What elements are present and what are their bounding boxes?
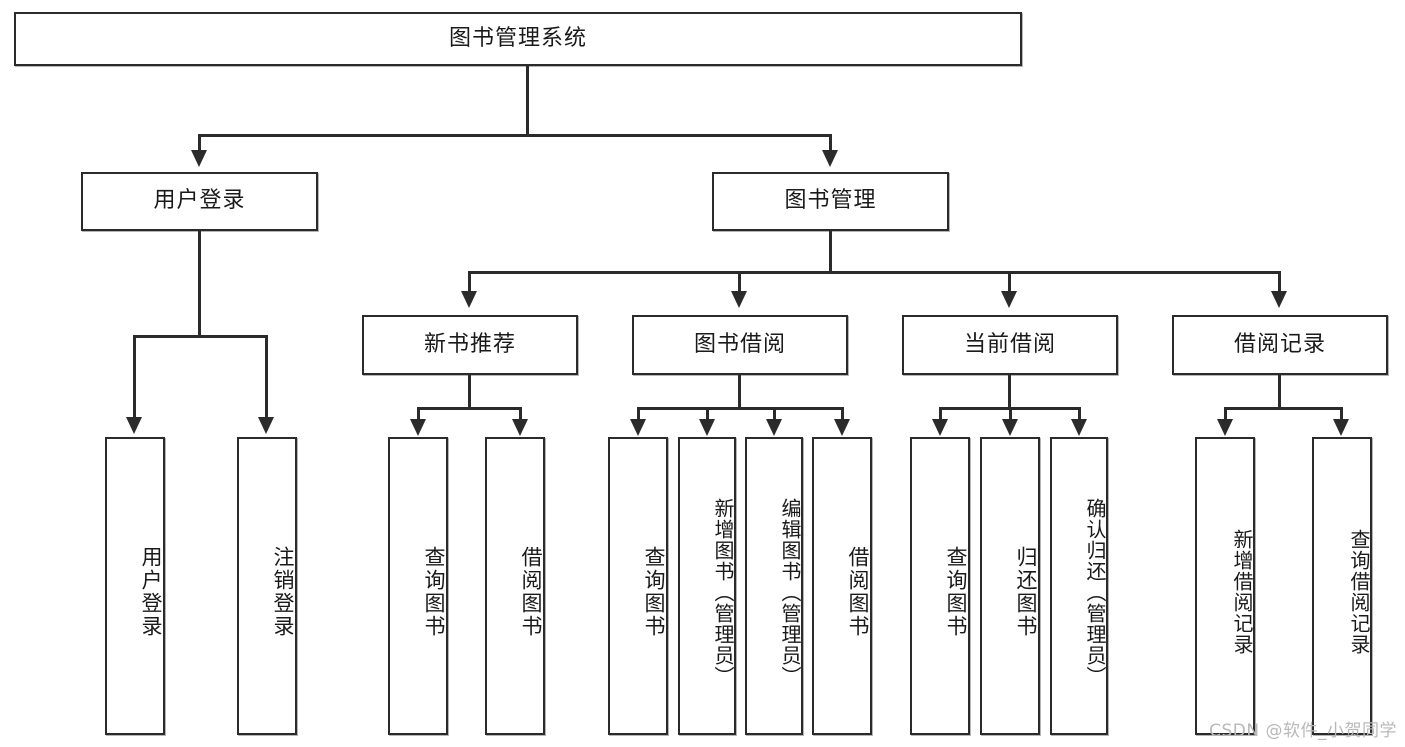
connector-br-drop-1 (1224, 407, 1227, 421)
connector-bb-drop-1 (637, 407, 640, 421)
leaf-borrow-book-1[interactable]: 借阅图书 (485, 437, 545, 735)
connector-nbr-drop-1 (417, 407, 420, 421)
csdn-watermark: CSDN @软件_小贺同学 (1209, 721, 1397, 741)
node-book-borrow[interactable]: 图书借阅 (632, 315, 848, 375)
node-label: 查询图书 (944, 546, 968, 638)
node-label: 图书管理 (784, 188, 877, 214)
arrowhead-leaf-query-book-2 (630, 419, 646, 436)
connector-br-drop-2 (1340, 407, 1343, 421)
arrowhead-leaf-logout-login (258, 417, 274, 434)
node-label: 当前借阅 (963, 331, 1056, 357)
leaf-query-book-3[interactable]: 查询图书 (910, 437, 970, 735)
arrowhead-leaf-user-login (126, 417, 142, 434)
connector-bb-bar (637, 407, 844, 410)
connector-book-management-stem (829, 231, 832, 273)
leaf-add-record[interactable]: 新增借阅记录 (1195, 437, 1255, 735)
node-label: 查询图书 (642, 546, 666, 638)
node-label: 注销登录 (271, 546, 295, 638)
arrowhead-user-login (191, 150, 207, 167)
arrowhead-leaf-add-record (1217, 419, 1233, 436)
connector-br-stem (1278, 375, 1281, 409)
node-label: 用户登录 (139, 546, 163, 638)
node-new-book-recommend[interactable]: 新书推荐 (362, 315, 578, 375)
connector-book-management-bar (468, 271, 1280, 274)
connector-bb-stem (738, 375, 741, 409)
arrowhead-borrow-record (1271, 291, 1287, 308)
connector-nbr-drop-2 (519, 407, 522, 421)
connector-root-bar (198, 134, 832, 137)
connector-nbr-stem (468, 375, 471, 409)
connector-user-login-stem (198, 231, 201, 337)
connector-nbr-bar (417, 407, 522, 410)
node-label: 新增借阅记录 (1230, 529, 1254, 655)
node-user-login[interactable]: 用户登录 (81, 172, 318, 231)
node-root-book-management-system[interactable]: 图书管理系统 (14, 12, 1022, 66)
connector-user-login-drop-1 (133, 335, 136, 419)
node-label: 图书管理系统 (448, 25, 587, 51)
connector-root-stem (526, 66, 529, 136)
node-book-management[interactable]: 图书管理 (712, 172, 949, 231)
arrowhead-book-management (822, 150, 838, 167)
connector-cb-drop-1 (939, 407, 942, 421)
node-label: 查询借阅记录 (1347, 529, 1371, 655)
node-label: 编辑图书（管理员） (778, 497, 802, 687)
arrowhead-leaf-query-book-3 (932, 419, 948, 436)
connector-bm-drop-4 (1278, 271, 1281, 293)
connector-bb-drop-4 (841, 407, 844, 421)
arrowhead-leaf-query-book-1 (410, 419, 426, 436)
connector-user-login-bar (133, 335, 268, 338)
leaf-return-book[interactable]: 归还图书 (980, 437, 1040, 735)
node-label: 借阅记录 (1233, 331, 1326, 357)
connector-bm-drop-3 (1008, 271, 1011, 293)
node-label: 新书推荐 (423, 331, 516, 357)
node-label: 借阅图书 (846, 546, 870, 638)
node-label: 借阅图书 (519, 546, 543, 638)
node-current-borrow[interactable]: 当前借阅 (902, 315, 1118, 375)
connector-root-to-user-login (198, 134, 201, 152)
arrowhead-current-borrow (1001, 291, 1017, 308)
leaf-query-record[interactable]: 查询借阅记录 (1312, 437, 1372, 735)
connector-bb-drop-2 (706, 407, 709, 421)
arrowhead-new-book-recommend (461, 291, 477, 308)
leaf-query-book-1[interactable]: 查询图书 (388, 437, 448, 735)
leaf-add-book[interactable]: 新增图书（管理员） (678, 437, 736, 735)
node-label: 确认归还（管理员） (1083, 497, 1107, 687)
connector-bm-drop-1 (468, 271, 471, 293)
leaf-edit-book[interactable]: 编辑图书（管理员） (745, 437, 803, 735)
arrowhead-leaf-query-record (1333, 419, 1349, 436)
connector-cb-drop-2 (1009, 407, 1012, 421)
leaf-user-login[interactable]: 用户登录 (105, 437, 165, 735)
node-label: 新增图书（管理员） (711, 497, 735, 687)
connector-br-bar (1224, 407, 1343, 410)
leaf-confirm-return[interactable]: 确认归还（管理员） (1050, 437, 1108, 735)
connector-bb-drop-3 (773, 407, 776, 421)
leaf-logout-login[interactable]: 注销登录 (237, 437, 297, 735)
arrowhead-leaf-borrow-book-2 (834, 419, 850, 436)
arrowhead-leaf-return-book (1002, 419, 1018, 436)
connector-user-login-drop-2 (265, 335, 268, 419)
arrowhead-book-borrow (731, 291, 747, 308)
node-label: 查询图书 (422, 546, 446, 638)
arrowhead-leaf-add-book (699, 419, 715, 436)
leaf-query-book-2[interactable]: 查询图书 (608, 437, 668, 735)
connector-cb-stem (1008, 375, 1011, 409)
arrowhead-leaf-edit-book (766, 419, 782, 436)
node-label: 归还图书 (1014, 546, 1038, 638)
node-label: 用户登录 (153, 188, 246, 214)
arrowhead-leaf-confirm-return (1071, 419, 1087, 436)
connector-bm-drop-2 (738, 271, 741, 293)
arrowhead-leaf-borrow-book-1 (512, 419, 528, 436)
connector-root-to-book-management (829, 134, 832, 152)
node-borrow-record[interactable]: 借阅记录 (1172, 315, 1388, 375)
connector-cb-drop-3 (1078, 407, 1081, 421)
node-label: 图书借阅 (693, 331, 786, 357)
leaf-borrow-book-2[interactable]: 借阅图书 (812, 437, 872, 735)
